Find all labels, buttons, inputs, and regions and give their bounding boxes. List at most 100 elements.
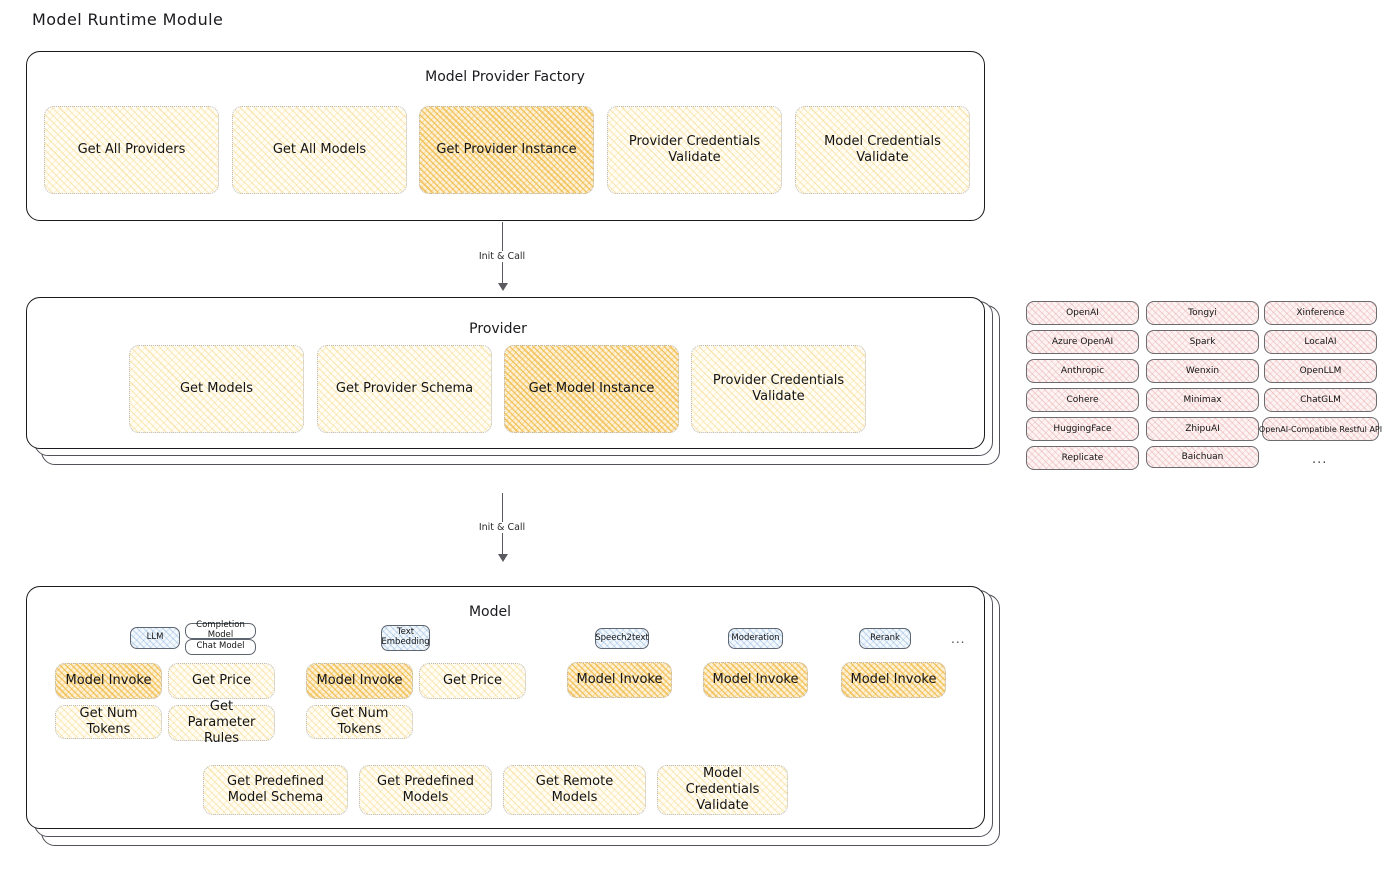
chip-label: Minimax: [1183, 395, 1222, 405]
provider-chip-huggingface[interactable]: HuggingFace: [1026, 417, 1139, 441]
node-label: Get All Models: [272, 141, 367, 157]
provider-chip-baichuan[interactable]: Baichuan: [1146, 446, 1259, 468]
chip-label: Wenxin: [1185, 366, 1220, 376]
arrow-provider-to-model-label: Init & Call: [474, 522, 530, 533]
model-kind-sub-chat-model[interactable]: Chat Model: [185, 639, 256, 655]
provider-node-get-model-instance[interactable]: Get Model Instance: [504, 345, 679, 433]
model-title: Model: [468, 604, 512, 620]
badge-label: LLM: [146, 632, 164, 643]
factory-node-get-all-models[interactable]: Get All Models: [232, 106, 407, 194]
provider-chip-wenxin[interactable]: Wenxin: [1146, 359, 1259, 383]
provider-chip-tongyi[interactable]: Tongyi: [1146, 301, 1259, 325]
node-label: Model Invoke: [576, 671, 663, 687]
chip-label: ChatGLM: [1300, 395, 1341, 405]
chip-label: LocalAI: [1304, 337, 1337, 347]
provider-chip-localai[interactable]: LocalAI: [1264, 330, 1377, 354]
provider-node-get-models[interactable]: Get Models: [129, 345, 304, 433]
factory-node-get-all-providers[interactable]: Get All Providers: [44, 106, 219, 194]
node-label: Model Invoke: [316, 672, 403, 688]
model-kind-badge-moderation[interactable]: Moderation: [728, 628, 783, 649]
badge-label: Text Embedding: [381, 627, 430, 647]
model-op-moderation-model-invoke[interactable]: Model Invoke: [703, 662, 808, 698]
provider-chip-spark[interactable]: Spark: [1146, 330, 1259, 354]
node-label: Get Price: [191, 672, 251, 688]
node-label: Model Credentials Validate: [685, 765, 760, 814]
model-kinds-more: ...: [951, 632, 966, 646]
factory-node-model-credentials-validate[interactable]: Model Credentials Validate: [795, 106, 970, 194]
chip-label: Cohere: [1066, 395, 1099, 405]
node-label: Get Model Instance: [528, 380, 655, 396]
provider-chip-openai-compatible-restful-api[interactable]: OpenAI-Compatible Restful API: [1259, 417, 1382, 441]
model-op-text-embedding-get-price[interactable]: Get Price: [419, 663, 526, 699]
model-op-rerank-model-invoke[interactable]: Model Invoke: [841, 662, 946, 698]
chip-label: Spark: [1189, 337, 1216, 347]
model-op-text-embedding-get-num-tokens[interactable]: Get Num Tokens: [306, 705, 413, 739]
provider-chip-minimax[interactable]: Minimax: [1146, 388, 1259, 412]
model-op-speech2text-model-invoke[interactable]: Model Invoke: [567, 662, 672, 698]
provider-chip-anthropic[interactable]: Anthropic: [1026, 359, 1139, 383]
page-title: Model Runtime Module: [32, 10, 224, 29]
badge-label: Moderation: [731, 632, 780, 643]
model-common-get-predefined-model-schema[interactable]: Get Predefined Model Schema: [203, 765, 348, 815]
arrow-provider-to-model-head: [498, 554, 508, 562]
provider-chip-xinference[interactable]: Xinference: [1264, 301, 1377, 325]
provider-node-get-provider-schema[interactable]: Get Provider Schema: [317, 345, 492, 433]
chip-label: Xinference: [1296, 308, 1345, 318]
model-op-llm-model-invoke[interactable]: Model Invoke: [55, 663, 162, 699]
provider-chip-replicate[interactable]: Replicate: [1026, 446, 1139, 470]
chip-label: Tongyi: [1188, 308, 1217, 318]
node-label: Get Provider Schema: [335, 380, 474, 396]
provider-list-more: ...: [1312, 452, 1328, 467]
model-provider-factory-title: Model Provider Factory: [425, 69, 585, 85]
node-label: Model Invoke: [850, 671, 937, 687]
model-common-get-predefined-models[interactable]: Get Predefined Models: [359, 765, 492, 815]
node-label: Model Invoke: [65, 672, 152, 688]
model-common-get-remote-models[interactable]: Get Remote Models: [503, 765, 646, 815]
factory-node-get-provider-instance[interactable]: Get Provider Instance: [419, 106, 594, 194]
arrow-factory-to-provider-label: Init & Call: [474, 251, 530, 262]
node-label: Get Num Tokens: [330, 705, 389, 737]
node-label: Get Price: [442, 672, 502, 688]
provider-chip-azure-openai[interactable]: Azure OpenAI: [1026, 330, 1139, 354]
chip-label: Anthropic: [1060, 366, 1105, 376]
factory-node-provider-credentials-validate[interactable]: Provider Credentials Validate: [607, 106, 782, 194]
node-label: Get Provider Instance: [436, 141, 577, 157]
model-op-text-embedding-model-invoke[interactable]: Model Invoke: [306, 663, 413, 699]
chip-label: Baichuan: [1181, 452, 1224, 462]
model-kind-sub-completion-model[interactable]: Completion Model: [185, 620, 256, 640]
badge-label: Rerank: [870, 632, 900, 643]
node-label: Provider Credentials Validate: [712, 372, 845, 404]
node-label: Model Invoke: [712, 671, 799, 687]
provider-node-provider-credentials-validate[interactable]: Provider Credentials Validate: [691, 345, 866, 433]
badge-label: Chat Model: [196, 641, 245, 652]
node-label: Get All Providers: [77, 141, 186, 157]
node-label: Provider Credentials Validate: [628, 133, 761, 165]
provider-chip-cohere[interactable]: Cohere: [1026, 388, 1139, 412]
node-label: Get Parameter Rules: [187, 698, 256, 747]
node-label: Get Remote Models: [535, 773, 614, 805]
chip-label: Replicate: [1061, 453, 1104, 463]
model-kind-badge-text-embedding[interactable]: Text Embedding: [381, 625, 430, 651]
chip-label: ZhipuAI: [1185, 424, 1220, 434]
node-label: Get Models: [179, 380, 254, 396]
provider-chip-zhipuai[interactable]: ZhipuAI: [1146, 417, 1259, 441]
node-label: Get Num Tokens: [79, 705, 138, 737]
model-kind-badge-llm[interactable]: LLM: [130, 627, 180, 649]
model-op-llm-get-parameter-rules[interactable]: Get Parameter Rules: [168, 699, 275, 746]
badge-label: Speech2text: [595, 632, 649, 643]
provider-chip-openai[interactable]: OpenAI: [1026, 301, 1139, 325]
provider-chip-openllm[interactable]: OpenLLM: [1264, 359, 1377, 383]
model-op-llm-get-num-tokens[interactable]: Get Num Tokens: [55, 705, 162, 739]
chip-label: Azure OpenAI: [1051, 337, 1114, 347]
model-kind-badge-rerank[interactable]: Rerank: [859, 628, 911, 649]
model-common-model-credentials-validate[interactable]: Model Credentials Validate: [657, 765, 788, 815]
chip-label: OpenAI: [1066, 308, 1099, 318]
provider-chip-chatglm[interactable]: ChatGLM: [1264, 388, 1377, 412]
model-kind-badge-speech2text[interactable]: Speech2text: [595, 628, 649, 649]
node-label: Get Predefined Models: [377, 773, 474, 805]
node-label: Model Credentials Validate: [824, 133, 941, 165]
node-label: Get Predefined Model Schema: [227, 773, 324, 805]
badge-label: Completion Model: [196, 620, 245, 640]
model-op-llm-get-price[interactable]: Get Price: [168, 663, 275, 699]
